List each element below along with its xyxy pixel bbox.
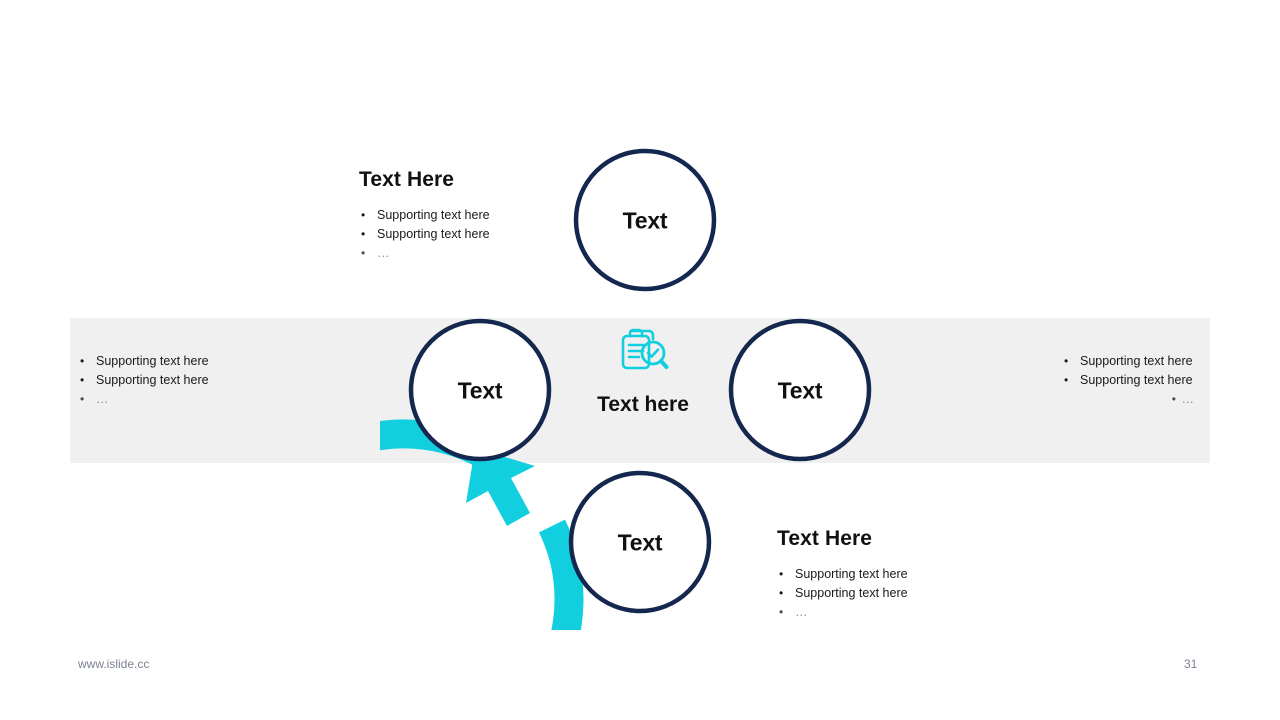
- list-item: …: [1062, 390, 1202, 409]
- list-item: …: [78, 390, 209, 409]
- list-item: Supporting text here: [777, 565, 908, 584]
- cycle-arrow-ring: [380, 419, 584, 630]
- cycle-node-bottom[interactable]: [568, 470, 712, 614]
- text-block-right: Supporting text here Supporting text her…: [1062, 352, 1202, 409]
- list-item: Supporting text here: [359, 225, 490, 244]
- cycle-node-bottom-label: Text: [617, 529, 663, 556]
- list-item: Supporting text here: [1062, 352, 1202, 371]
- text-block-right-bullets: Supporting text here Supporting text her…: [1062, 352, 1202, 409]
- list-item: Supporting text here: [777, 584, 908, 603]
- text-block-bottom-right: Text Here Supporting text here Supportin…: [777, 527, 908, 622]
- cycle-node-top-label: Text: [622, 207, 668, 234]
- cycle-node-right-label: Text: [777, 377, 823, 404]
- center-caption: Text here: [597, 393, 689, 416]
- list-item: …: [777, 603, 908, 622]
- text-block-top-left: Text Here Supporting text here Supportin…: [359, 168, 490, 263]
- text-block-top-left-bullets: Supporting text here Supporting text her…: [359, 206, 490, 263]
- list-item: Supporting text here: [359, 206, 490, 225]
- cycle-diagram: [380, 148, 872, 630]
- list-item: …: [359, 244, 490, 263]
- cycle-node-right[interactable]: [728, 318, 872, 462]
- background-band: [70, 318, 1210, 463]
- footer-page-number: 31: [1184, 657, 1198, 671]
- cycle-node-left[interactable]: [408, 318, 552, 462]
- document-search-check-icon: [621, 328, 669, 370]
- text-block-top-left-heading: Text Here: [359, 168, 455, 191]
- text-block-bottom-right-heading: Text Here: [777, 527, 873, 550]
- text-block-left-bullets: Supporting text here Supporting text her…: [78, 352, 209, 409]
- list-item: Supporting text here: [1062, 371, 1202, 390]
- text-block-left: Supporting text here Supporting text her…: [78, 352, 209, 409]
- cycle-node-left-label: Text: [457, 377, 503, 404]
- text-block-bottom-right-bullets: Supporting text here Supporting text her…: [777, 565, 908, 622]
- cycle-node-top[interactable]: [573, 148, 717, 292]
- list-item: Supporting text here: [78, 352, 209, 371]
- list-item: Supporting text here: [78, 371, 209, 390]
- footer-url[interactable]: www.islide.cc: [78, 657, 150, 671]
